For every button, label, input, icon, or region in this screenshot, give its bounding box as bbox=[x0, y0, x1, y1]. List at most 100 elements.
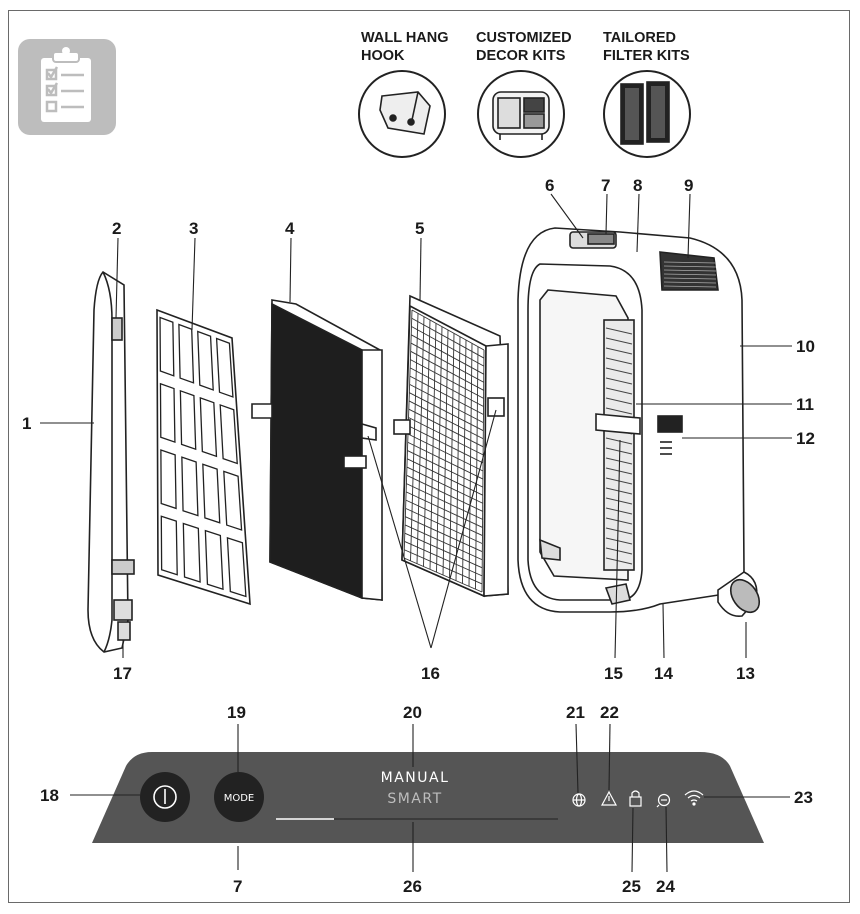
front-cover-part bbox=[87, 270, 135, 653]
hepa-mesh-line bbox=[403, 557, 483, 593]
hepa-mesh-line bbox=[407, 458, 483, 496]
hepa-mesh-line bbox=[406, 466, 483, 504]
callout-numbers: 1 2 3 4 5 6 7 8 9 10 11 12 13 14 15 16 1… bbox=[22, 176, 815, 683]
clipboard-checklist-icon bbox=[18, 39, 116, 135]
child-lock-icon bbox=[629, 790, 642, 807]
callout-8: 8 bbox=[633, 176, 642, 195]
pre-filter-part bbox=[156, 308, 251, 606]
callout-18: 18 bbox=[40, 786, 59, 805]
fan-blade-line bbox=[605, 437, 633, 445]
hepa-mesh-line bbox=[410, 342, 484, 383]
pre-filter-cell bbox=[178, 323, 195, 384]
vent-grille-line bbox=[663, 269, 717, 272]
hepa-mesh-line bbox=[406, 483, 483, 520]
fan-blade-line bbox=[605, 377, 633, 385]
callout-12: 12 bbox=[796, 429, 815, 448]
hepa-mesh-line bbox=[404, 532, 483, 569]
callout-11: 11 bbox=[796, 395, 814, 414]
fan-blade-line bbox=[605, 357, 633, 365]
fan-blade-line bbox=[605, 387, 633, 395]
hepa-mesh-line bbox=[409, 375, 484, 415]
globe-icon bbox=[572, 793, 586, 807]
callout-5: 5 bbox=[415, 219, 424, 238]
hepa-mesh-line bbox=[410, 334, 485, 375]
hepa-mesh-line bbox=[404, 541, 483, 577]
callout-1: 1 bbox=[22, 414, 31, 433]
hepa-mesh-line bbox=[411, 317, 485, 359]
mode-button-label: MODE bbox=[224, 793, 255, 804]
hepa-mesh-line bbox=[409, 367, 484, 407]
callout-6: 6 bbox=[545, 176, 554, 195]
wall-hang-hook-illustration bbox=[358, 70, 446, 158]
accessory-2-title-line1: CUSTOMIZED bbox=[476, 30, 572, 46]
pre-filter-cell bbox=[179, 389, 197, 451]
hepa-mesh-line bbox=[405, 499, 483, 536]
fan-blade-line bbox=[605, 337, 633, 345]
manual-mode-label: MANUAL bbox=[381, 770, 450, 786]
callout-17: 17 bbox=[113, 664, 132, 683]
pre-filter-cell bbox=[223, 470, 243, 531]
vent-grille-line bbox=[663, 265, 717, 268]
pre-filter-cell bbox=[160, 449, 177, 510]
callout-25: 25 bbox=[622, 877, 641, 896]
hepa-mesh-line bbox=[409, 392, 484, 432]
pre-filter-cell bbox=[197, 330, 214, 391]
panel-leader-lines bbox=[70, 723, 790, 873]
pre-filter-cell bbox=[159, 382, 176, 444]
pre-filter-cell bbox=[182, 522, 201, 583]
callout-14: 14 bbox=[654, 664, 673, 683]
hepa-mesh-line bbox=[408, 400, 484, 440]
power-icon bbox=[153, 785, 177, 809]
hepa-filter-part bbox=[393, 294, 509, 598]
vent-grille-line bbox=[663, 273, 717, 276]
filter-indicator-icon bbox=[656, 793, 671, 808]
callout-9: 9 bbox=[684, 176, 693, 195]
fan-blade-line bbox=[605, 537, 633, 545]
pre-filter-cell bbox=[215, 337, 234, 398]
accessory-2-title-line2: DECOR KITS bbox=[476, 48, 566, 64]
filter-kit-illustration bbox=[603, 70, 691, 158]
diagram-frame bbox=[8, 10, 850, 903]
leader-lines bbox=[40, 193, 792, 659]
pre-filter-cell bbox=[219, 404, 238, 465]
fan-blade-line bbox=[605, 517, 633, 525]
fan-blade-line bbox=[605, 547, 633, 555]
callout-10: 10 bbox=[796, 337, 815, 356]
hepa-mesh-line bbox=[404, 524, 483, 561]
pre-filter-cell bbox=[199, 396, 218, 458]
callout-22: 22 bbox=[600, 703, 619, 722]
callout-13: 13 bbox=[736, 664, 755, 683]
callout-24: 24 bbox=[656, 877, 675, 896]
power-button[interactable] bbox=[140, 772, 190, 822]
hepa-mesh-line bbox=[405, 491, 483, 528]
accessory-3-title-line2: FILTER KITS bbox=[603, 48, 690, 64]
callout-26: 26 bbox=[403, 877, 422, 896]
hepa-mesh-line bbox=[407, 450, 484, 488]
hepa-mesh-line bbox=[409, 384, 484, 423]
callout-15: 15 bbox=[604, 664, 623, 683]
accessory-3-title-line1: TAILORED bbox=[603, 30, 676, 46]
callout-19: 19 bbox=[227, 703, 246, 722]
fan-blade-line bbox=[605, 507, 633, 515]
carbon-filter-part bbox=[251, 299, 383, 601]
fan-blade-line bbox=[605, 407, 633, 415]
vent-grille-line bbox=[663, 261, 717, 264]
smart-mode-label: SMART bbox=[387, 791, 442, 807]
control-panel: MODE MANUAL SMART bbox=[92, 752, 764, 843]
panel-callout-numbers: 18 19 20 21 22 23 24 25 26 7 bbox=[40, 703, 813, 896]
mode-button[interactable]: MODE bbox=[214, 772, 264, 822]
fan-blade-line bbox=[605, 397, 633, 405]
hepa-mesh-line bbox=[407, 433, 484, 472]
hepa-mesh-line bbox=[411, 309, 485, 351]
callout-4: 4 bbox=[285, 219, 295, 238]
callout-16: 16 bbox=[421, 664, 440, 683]
fan-blade-line bbox=[605, 447, 633, 455]
pre-filter-cell bbox=[159, 316, 175, 377]
pre-filter-cell bbox=[226, 536, 247, 598]
vent-grille-line bbox=[663, 281, 717, 284]
decor-kit-illustration bbox=[477, 70, 565, 158]
hepa-mesh-line bbox=[407, 441, 484, 480]
purifier-housing-part bbox=[517, 227, 761, 618]
hepa-mesh-line bbox=[408, 408, 484, 448]
